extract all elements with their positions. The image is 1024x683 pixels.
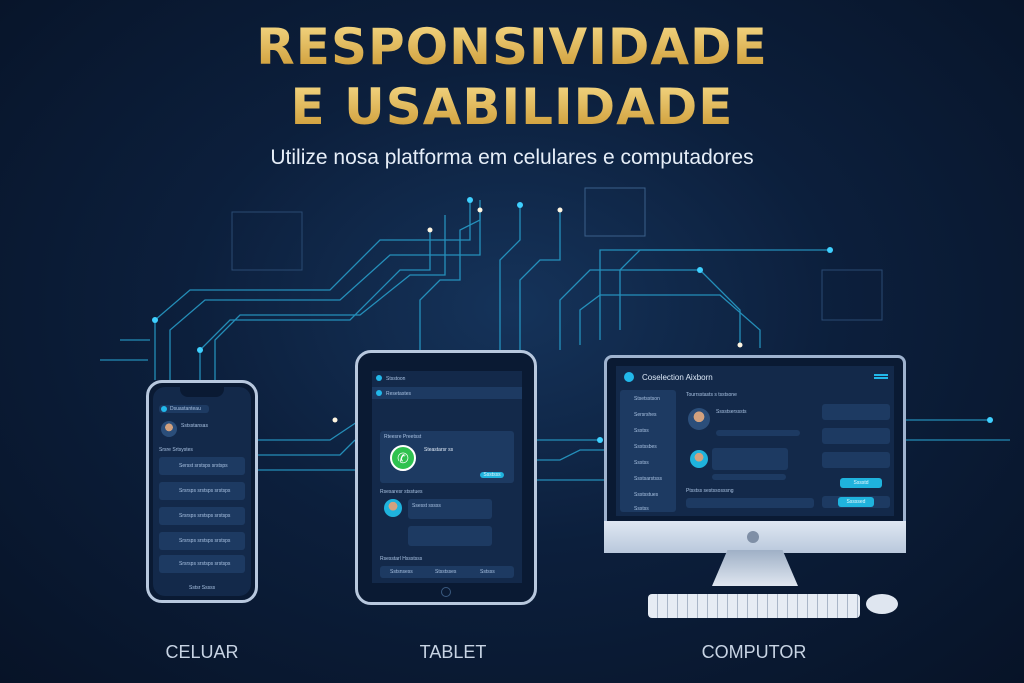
tablet-device: Stsstoon Resetastes Rteesre Preetsst ✆ S… [355, 350, 537, 605]
apple-logo-icon [747, 531, 759, 543]
footer-section: Ptsstss sestssosssng [686, 488, 734, 494]
menu-icon[interactable] [874, 374, 888, 379]
main-heading: Tourrsstasts s tsstsone [686, 392, 737, 398]
tab[interactable]: Sstsnsess [390, 569, 413, 575]
monitor-stand [712, 550, 798, 586]
avatar [384, 499, 402, 517]
monitor: Coselection Aixborn Stsetsstson Sersrshe… [604, 355, 906, 553]
message-bubble: Ssesst sssss [408, 499, 492, 519]
sidebar-item[interactable]: Ssstss [634, 428, 649, 434]
keyboard [648, 594, 860, 618]
phone-profile-name: Sstsstansas [181, 423, 208, 429]
app-title: Coselection Aixborn [642, 373, 713, 382]
title-line-1: RESPONSIVIDADE [0, 18, 1024, 76]
action-button[interactable]: Sssstd [840, 478, 882, 488]
list-item[interactable]: Srsrsps srstsps srstsps [159, 555, 245, 573]
phone-label: CELUAR [165, 642, 239, 662]
sidebar-item[interactable]: Sersrshes [634, 412, 657, 418]
list-item[interactable]: Srsrsps srstsps srstsps [159, 507, 245, 525]
tablet-header: Resetastes [386, 391, 412, 397]
sidebar-item[interactable]: Stsetsstson [634, 396, 660, 402]
sidebar-item[interactable]: Ssstsarstsss [634, 476, 663, 482]
card-button[interactable]: Ssstsss [480, 472, 504, 478]
computer-label: COMPUTOR [701, 642, 807, 662]
list-item[interactable]: Srsrsps srstsps srstsps [159, 532, 245, 550]
tablet-section-2: Rsesstarl Hssstsss [380, 556, 423, 562]
avatar [688, 408, 710, 430]
tab[interactable]: Sstsss [480, 569, 495, 575]
list-item[interactable]: Sersst srstsps srstsps [159, 457, 245, 475]
sidebar: Stsetsstson Sersrshes Ssstss Ssstssbes S… [620, 390, 676, 512]
tablet-top: Stsstoon [386, 376, 406, 382]
title-line-2: E USABILIDADE [0, 78, 1024, 136]
sidebar-item[interactable]: Ssstss [634, 460, 649, 466]
sidebar-item[interactable]: Ssstsstues [634, 492, 659, 498]
sidebar-item[interactable]: Ssstss [634, 506, 649, 512]
mouse [866, 594, 898, 614]
tablet-label: TABLET [419, 642, 487, 662]
sidebar-item[interactable]: Ssstssbes [634, 444, 657, 450]
avatar [161, 421, 177, 437]
phone-header: Dsuastanteau [170, 406, 201, 412]
subtitle: Utilize nosa platforma em celulares e co… [270, 146, 754, 169]
whatsapp-icon: ✆ [390, 445, 416, 471]
phone-footer[interactable]: Sstsr Sssss [189, 585, 216, 591]
phone-device: Dsuastanteau Sstsstansas Srsre Srtsystes… [146, 380, 258, 603]
phone-section: Srsre Srtsystes [159, 447, 193, 453]
profile-name: Sssstsersssts [716, 409, 747, 415]
tablet-tabs: Sstsnsess Stsstsses Sstsss [380, 566, 514, 578]
home-button[interactable] [441, 587, 451, 597]
tab-active[interactable]: Sssssed [838, 497, 874, 507]
tab[interactable]: Stsstsses [435, 569, 457, 575]
tablet-section-1: Rsesaresr stsstues [380, 489, 423, 495]
whatsapp-card: Rteesre Preetsst ✆ Steastarsr ss Ssstsss [380, 431, 514, 483]
list-item[interactable]: Srsrsps srstsps srstsps [159, 482, 245, 500]
